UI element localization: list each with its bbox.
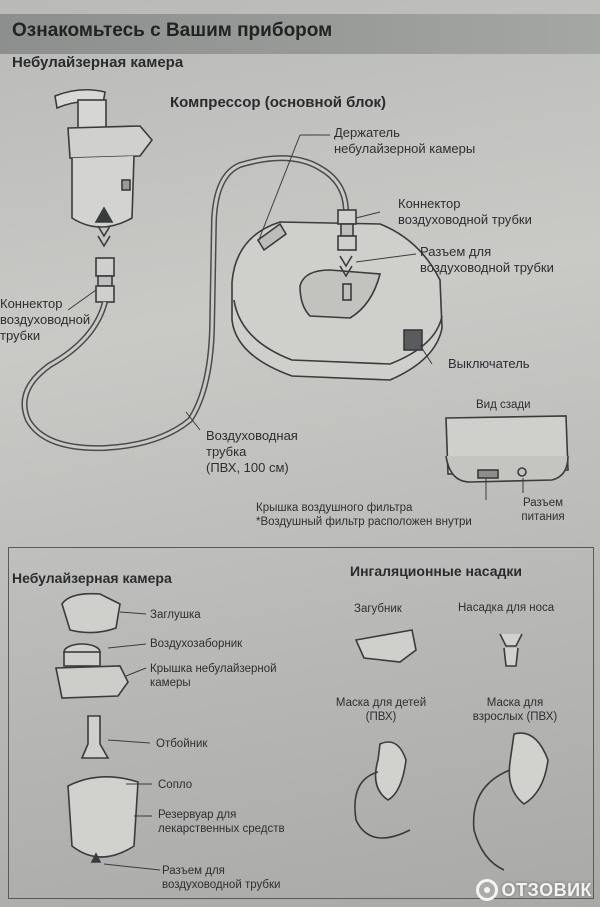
parts-box <box>8 547 594 899</box>
filter-cover-label: Крышка воздушного фильтра <box>256 502 413 514</box>
chamber-title-top: Небулайзерная камера <box>12 54 184 71</box>
connector-left-drawing <box>95 257 115 303</box>
bottom-parts-drawings <box>55 592 549 871</box>
accessories-title: Ингаляционные насадки <box>350 563 522 579</box>
page-title: Ознакомьтесь с Вашим прибором <box>12 20 333 41</box>
nebulizer-chamber-drawing <box>54 88 154 248</box>
mouthpiece-label: Загубник <box>354 603 402 615</box>
part-plug: Заглушка <box>150 609 201 621</box>
filter-note: *Воздушный фильтр расположен внутри <box>256 516 472 528</box>
part-baffle: Отбойник <box>156 738 208 750</box>
compressor-drawing <box>231 209 443 381</box>
header-band <box>0 14 600 54</box>
compressor-title: Компрессор (основной блок) <box>170 94 387 111</box>
rear-view-drawing <box>445 415 569 483</box>
switch-label: Выключатель <box>448 356 530 371</box>
leader-lines-bottom <box>103 611 161 871</box>
rear-view-label: Вид сзади <box>476 399 531 411</box>
child-mask-label: Маска для детей(ПВХ) <box>335 697 427 723</box>
part-nozzle: Сопло <box>158 779 193 791</box>
part-air-intake: Воздухозаборник <box>150 638 243 650</box>
leader-lines-top <box>67 134 524 500</box>
chamber-title-bottom: Небулайзерная камера <box>12 570 172 586</box>
watermark-text: ОТЗОВИК <box>501 879 592 900</box>
nose-piece-label: Насадка для носа <box>458 602 555 614</box>
watermark-logo-icon <box>475 879 498 901</box>
watermark: ОТЗОВИК <box>475 879 592 901</box>
